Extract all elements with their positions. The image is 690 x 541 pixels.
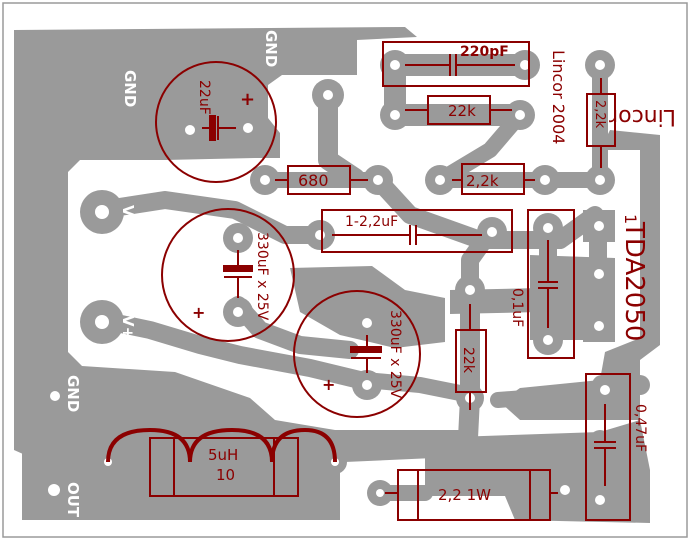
c330a-label: 330uF x 25V (254, 232, 270, 321)
v-plus-label: V+ (119, 315, 137, 339)
supply-plane (290, 266, 445, 348)
r22k-vert-label: 22k (460, 347, 476, 374)
c1u-label: 1-2,2uF (345, 214, 398, 230)
mirrored-author: Lincor (608, 104, 676, 129)
pin1-label: 1 (621, 214, 640, 224)
out-label: OUT (64, 482, 82, 518)
c330b-plus: + (322, 375, 335, 394)
gnd-top-label: GND (262, 30, 280, 67)
author-label: Lincor 2004 (549, 50, 568, 144)
pad-holes (48, 60, 610, 505)
inductor-terminals (149, 437, 299, 497)
ground-plane (14, 27, 478, 462)
silkscreen (106, 41, 631, 521)
r22k-top-label: 22k (448, 102, 476, 120)
gnd-left-label: GND (121, 70, 139, 107)
c22u-label: 22uF (196, 80, 212, 115)
in-label: in (340, 88, 356, 103)
ic-label: TDA2050 (619, 221, 649, 341)
c047-label: 0,47uF (632, 404, 648, 452)
r680-label: 680 (298, 171, 329, 190)
c330a-plus: + (192, 303, 205, 322)
output-bar (100, 458, 340, 520)
r221w-label: 2,2 1W (438, 486, 491, 504)
l5-label: 5uH (208, 446, 238, 464)
gnd-bottom-label: GND (64, 375, 82, 412)
c01-label: 0,1uF (509, 288, 525, 327)
c22u-plus: + (240, 89, 255, 110)
v-minus-label: V- (119, 205, 137, 222)
l5-value: 10 (216, 466, 235, 484)
c330b-label: 330uF x 25V (387, 310, 403, 399)
r2k2-label: 2,2k (466, 172, 499, 190)
r2k2-vert-label: 2,2k (592, 100, 607, 129)
right-plane (500, 130, 660, 420)
c220p-label: 220pF (460, 44, 509, 60)
